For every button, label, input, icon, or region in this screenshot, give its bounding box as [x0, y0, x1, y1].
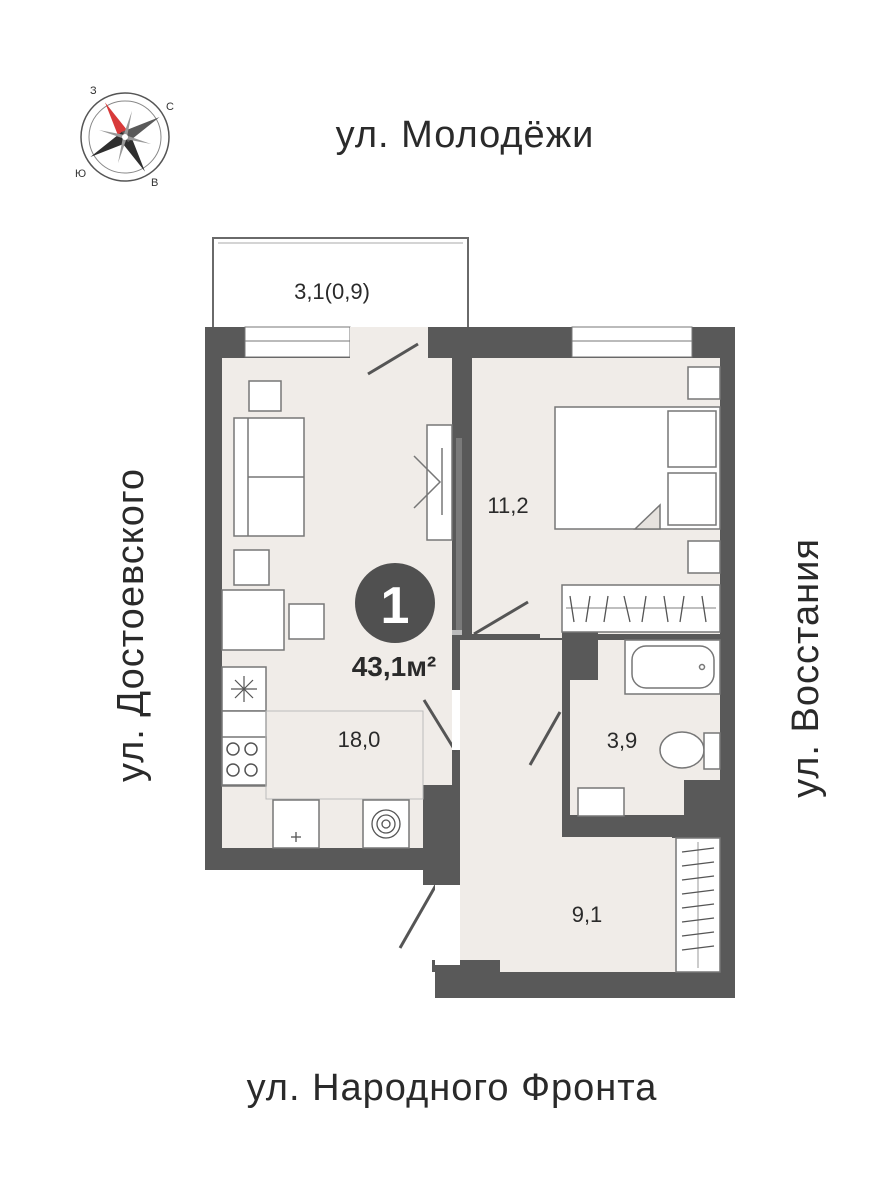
bedroom-door-opening	[540, 630, 562, 638]
street-west: ул. Достоевского	[110, 468, 152, 782]
bathroom-area-label: 3,9	[607, 728, 638, 753]
hall-wardrobe	[675, 837, 721, 973]
chair-right	[288, 603, 325, 640]
kitchen-door-opening	[452, 690, 460, 750]
compass-south-label: Ю	[75, 168, 86, 180]
wardrobe-hangers	[566, 595, 716, 623]
apartment-badge: 1 43,1м²	[352, 563, 437, 682]
street-north: ул. Молодёжи	[336, 114, 595, 156]
compass-north-label: С	[166, 101, 174, 113]
bathroom-sink	[577, 787, 625, 817]
armchair-small	[248, 380, 282, 412]
compass-rose-icon: С В Ю З	[75, 85, 174, 189]
room-count-label: 1	[381, 577, 410, 635]
dining-table	[221, 589, 285, 651]
nightstand-top	[687, 366, 721, 400]
living-furniture	[221, 380, 453, 849]
doors	[398, 600, 562, 949]
balcony-area-label: 3,1(0,9)	[294, 279, 370, 304]
balcony-door-opening	[350, 327, 428, 358]
total-area-label: 43,1м²	[352, 651, 437, 682]
street-south: ул. Народного Фронта	[247, 1067, 658, 1109]
balcony-door-leaf	[367, 342, 419, 376]
bedroom-area-label: 11,2	[487, 493, 528, 518]
bedroom-furniture	[554, 366, 721, 633]
street-east: ул. Восстания	[785, 538, 827, 798]
snowflake-icon	[231, 676, 257, 702]
sink-drain-icon	[291, 832, 301, 842]
compass-west-label: З	[90, 85, 97, 97]
chair-top	[233, 549, 270, 586]
toilet	[659, 731, 705, 769]
compass-east-label: В	[151, 177, 158, 189]
hall-area-label: 9,1	[572, 902, 603, 927]
bathroom-fixtures	[577, 639, 721, 817]
nightstand-bottom	[687, 540, 721, 574]
stove-burners-icon	[226, 742, 258, 777]
interior-walls	[423, 358, 720, 972]
balcony	[212, 237, 469, 331]
boiler-spiral-icon	[371, 809, 401, 839]
boiler	[362, 799, 410, 849]
living-kitchen-area-label: 18,0	[338, 727, 381, 752]
entrance-opening	[435, 885, 460, 965]
